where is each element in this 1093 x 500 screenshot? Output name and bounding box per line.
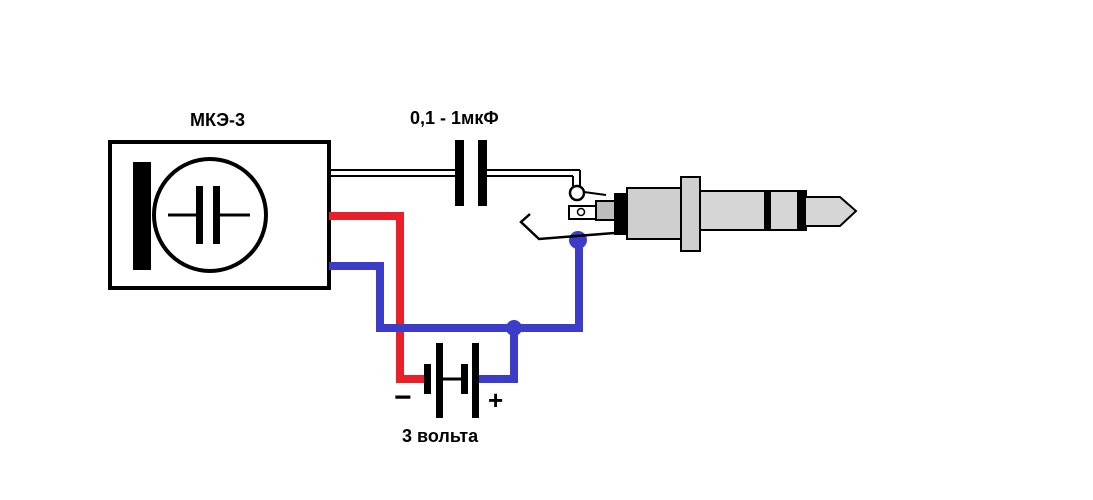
battery: [424, 343, 479, 418]
blue-wire-mic: [329, 240, 583, 332]
battery-plus-label: +: [488, 385, 503, 415]
jack-ring-hole: [576, 207, 586, 217]
jack-sleeve-contact: [519, 213, 628, 241]
jack-contacts: [519, 184, 628, 241]
jack-tip-contact: [568, 184, 586, 202]
mic-plate: [133, 162, 151, 270]
audio-plug: [595, 176, 858, 252]
plug-ring-band-1: [764, 191, 771, 230]
mic-cap-plate-right: [213, 186, 220, 244]
plug-shaft: [699, 190, 858, 231]
blue-junction-dot: [506, 320, 522, 336]
blue-jack-dot: [569, 231, 587, 249]
battery-minus-label: −: [394, 381, 412, 414]
battery-cell2-short: [461, 364, 468, 394]
plug-flange: [680, 176, 701, 252]
plug-body: [626, 187, 684, 240]
battery-cell2-long: [472, 343, 479, 418]
red-wire: [329, 212, 425, 383]
mic-label: МКЭ-3: [190, 110, 245, 130]
jack-tip-spring: [583, 191, 607, 196]
capacitor-plate-left: [455, 140, 464, 206]
blue-wire-battery: [474, 328, 518, 383]
battery-label: 3 вольта: [402, 426, 479, 446]
mic-cap-plate-left: [196, 186, 203, 244]
capacitor-label: 0,1 - 1мкФ: [410, 108, 499, 128]
signal-line: [329, 169, 581, 186]
mic-capsule: [152, 157, 268, 273]
plug-ring-band-2: [797, 191, 806, 230]
battery-cell1-long: [436, 343, 443, 418]
capacitor-plate-right: [478, 140, 487, 206]
battery-cell1-short: [424, 364, 431, 394]
microphone-mke3: [108, 140, 331, 290]
capacitor: [455, 140, 487, 206]
plug-collar: [614, 193, 629, 235]
